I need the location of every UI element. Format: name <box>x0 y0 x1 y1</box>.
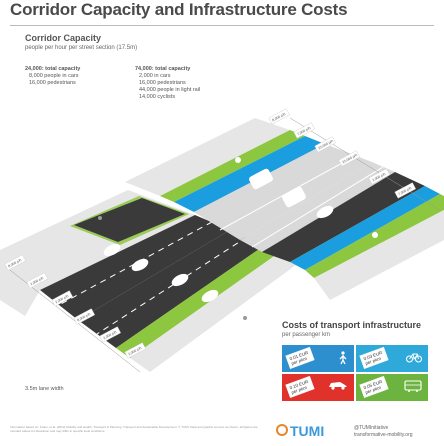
street-capacity-label: 2,000 p/h <box>29 276 44 286</box>
street-capacity-tag: 22,000 p/h <box>314 136 336 153</box>
right-capacity-line: 14,000 cyclists <box>139 94 176 100</box>
cyclist-icon <box>235 157 241 163</box>
street-capacity-tag: 2,000 p/h <box>26 272 48 289</box>
cost-cell-walking: 0.01 EUR per pkm <box>282 345 354 372</box>
car-icon <box>201 289 219 303</box>
tumi-logo: TUMI <box>290 423 325 439</box>
cost-cell-car: 0.10 EUR per pkm <box>282 374 354 401</box>
costs-title: Costs of transport infrastructure <box>282 320 422 330</box>
street-tags: 8,000 p/h 2,000 p/h 2,000 p/h 8,000 p/h 2,00… <box>4 108 416 359</box>
pedestrian-icon <box>339 351 347 365</box>
street-capacity-tag: 7,000 p/h <box>293 122 315 139</box>
car-icon <box>171 273 189 287</box>
tumi-logo-icon <box>276 424 288 436</box>
street-capacity-tag: 8,000 p/h <box>4 254 26 271</box>
street-capacity-label: 2,000 p/h <box>102 330 117 340</box>
street-capacity-tag: 2,000 p/h <box>99 326 121 343</box>
street-capacity-label: 7,000 p/h <box>397 186 412 196</box>
cost-cell-public-transport: 0.05 EUR per pkm <box>356 374 428 401</box>
right-capacity-headline: 74,000: total capacity <box>135 66 191 72</box>
car-icon <box>131 258 149 272</box>
contact-info: @TUMInitiative transformative-mobility.o… <box>354 425 413 439</box>
tram-icon <box>249 168 273 190</box>
street-capacity-tag: 2,000 p/h <box>368 168 390 185</box>
cost-tag: 0.01 EUR per pkm <box>285 347 315 369</box>
street-capacity-label: 8,000 p/h <box>76 312 91 322</box>
tram-icon <box>282 186 306 208</box>
capacity-title: Corridor Capacity <box>25 33 102 43</box>
street-capacity-tag: 8,000 p/h <box>268 108 290 125</box>
street-capacity-tag: 8,000 p/h <box>73 308 95 325</box>
street-capacity-label: 22,000 p/h <box>317 139 334 150</box>
right-capacity-line: 2,000 in cars <box>139 73 171 79</box>
right-capacity-stats: 74,000: total capacity 2,000 in cars 16,… <box>135 66 200 101</box>
cost-tag: 0.03 EUR per pkm <box>359 347 389 369</box>
street-capacity-label: 2,000 p/h <box>127 346 142 356</box>
street-capacity-tag: 2,000 p/h <box>51 290 73 307</box>
right-capacity-line: 44,000 people in light rail <box>139 87 201 93</box>
cost-cell-cycling: 0.03 EUR per pkm <box>356 345 428 372</box>
capacity-caption: people per hour per street section (17.5… <box>25 45 138 51</box>
cost-grid: 0.01 EUR per pkm 0.03 EUR per pkm 0.10 E… <box>282 345 428 401</box>
pedestrian-icon <box>243 316 247 320</box>
street-capacity-label: 7,000 p/h <box>296 126 311 136</box>
street-capacity-tag: 22,000 p/h <box>338 150 360 167</box>
costs-caption: per passenger km <box>282 332 331 338</box>
bicycle-icon <box>406 353 422 363</box>
page-title: Corridor Capacity and Infrastructure Cos… <box>10 0 348 19</box>
left-capacity-stats: 24,000: total capacity 8,000 people in c… <box>25 66 80 87</box>
pedestrian-icon <box>98 216 102 220</box>
street-capacity-tag: 7,000 p/h <box>394 182 416 199</box>
street-capacity-label: 8,000 p/h <box>7 258 22 268</box>
left-capacity-line: 8,000 people in cars <box>29 73 79 79</box>
lane-width-note: 3.5m lane width <box>25 386 64 392</box>
title-divider <box>10 25 434 26</box>
traffic <box>98 157 378 320</box>
cost-tag: 0.10 EUR per pkm <box>285 376 315 398</box>
car-icon <box>103 243 121 257</box>
street-capacity-label: 2,000 p/h <box>371 172 386 182</box>
car-icon <box>329 382 347 390</box>
footer-sources: Information based on: Kraus, et al. (201… <box>10 425 258 433</box>
cost-tag: 0.05 EUR per pkm <box>359 376 389 398</box>
twitter-handle: @TUMInitiative <box>354 425 389 431</box>
street-capacity-label: 8,000 p/h <box>271 112 286 122</box>
left-capacity-headline: 24,000: total capacity <box>25 66 81 72</box>
right-capacity-line: 16,000 pedestrians <box>139 80 186 86</box>
street-capacity-label: 22,000 p/h <box>341 153 358 164</box>
street-capacity-tag: 2,000 p/h <box>124 342 146 359</box>
car-icon <box>316 205 334 219</box>
cyclist-icon <box>372 232 378 238</box>
street-capacity-label: 2,000 p/h <box>54 294 69 304</box>
bus-icon <box>404 380 422 392</box>
left-capacity-line: 16,000 pedestrians <box>29 80 76 86</box>
website-link[interactable]: transformative-mobility.org <box>354 432 413 438</box>
